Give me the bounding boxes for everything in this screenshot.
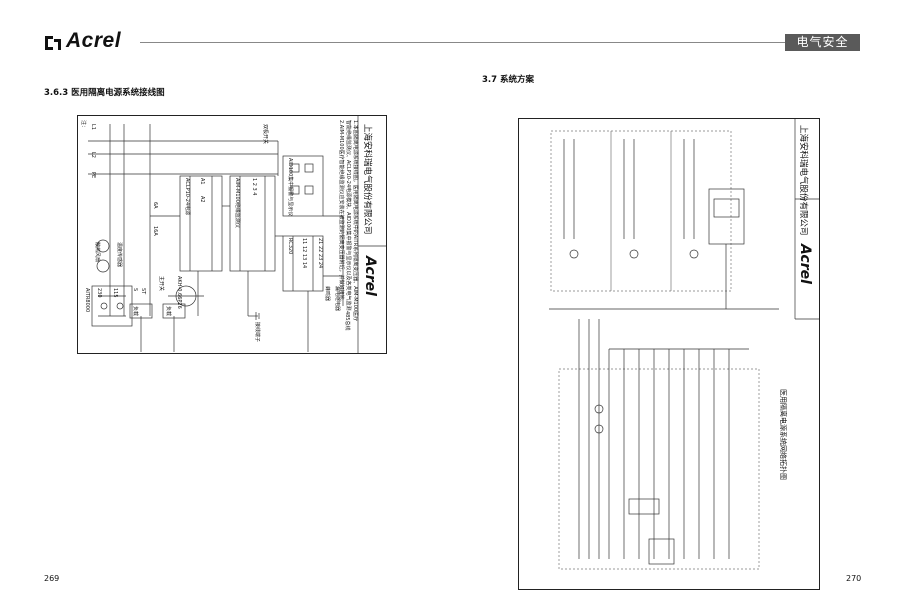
note-3: 2.AIM-M100医疗智能绝缘监测仪应安装在被监测的隔离变压器附近，并做好接地… (338, 120, 345, 305)
label-s: S (132, 288, 138, 291)
label-power-module: ACLP10-24电源 (184, 178, 191, 215)
label-230: 230 (96, 288, 102, 298)
note-2: 智能绝缘监测仪、ACLP10-24电源模块、AID100集中报警与显示仪以及各类… (345, 120, 352, 310)
note-1: 1.本图隔离电源系统接线图，医用隔离电源系统中的AITR系列隔离变压器、AIM-… (352, 120, 359, 321)
label-load-2: 负载 (132, 306, 139, 316)
brand-name: Acrel (66, 29, 122, 52)
acrel-logo: Acrel (44, 29, 144, 54)
header-rule (140, 42, 785, 43)
label-switch: 主开关 (158, 276, 165, 291)
label-terminal-block-1: 1 2 3 4 (251, 178, 257, 196)
label-relay: RC320 (287, 238, 293, 254)
notes-title: 注： (80, 120, 87, 130)
label-fan: 散热风扇 (94, 242, 101, 262)
label-terminal-block-2: 11 12 13 14 (301, 238, 307, 268)
left-company-name: 上海安科瑞电气股份有限公司 (362, 124, 373, 235)
label-st: ST (140, 288, 146, 295)
label-transformer: AITR8000 (84, 288, 90, 312)
label-bus: 485总线 (344, 311, 351, 331)
left-brand: Acrel (362, 255, 378, 296)
wiring-diagram-sheet: L1 L2 PE AITR8000 230 115 S ST AKH-0.66P… (77, 115, 387, 354)
label-load-1: 负载 (165, 306, 172, 316)
label-l2: L2 (90, 152, 96, 158)
label-16a: 16A (152, 226, 158, 236)
label-relay-note: 漏电继电器 (334, 286, 341, 311)
wiring-diagram: L1 L2 PE AITR8000 230 115 S ST AKH-0.66P… (80, 116, 386, 353)
section-tab: 电气安全 (785, 34, 860, 51)
acrel-logo-icon (45, 36, 61, 50)
label-115: 115 (112, 288, 118, 298)
left-section-title: 3.6.3 医用隔离电源系统接线图 (44, 88, 165, 98)
label-l1: L1 (90, 124, 96, 130)
topology-diagram: 上海安科瑞电气股份有限公司 Acrel 医用隔离电源系统网络拓扑图 (549, 119, 819, 570)
label-a2: A2 (199, 196, 205, 203)
right-company-name: 上海安科瑞电气股份有限公司 (798, 125, 809, 236)
label-terminal: 接线端子 (254, 322, 261, 342)
topology-sheet: 上海安科瑞电气股份有限公司 Acrel 医用隔离电源系统网络拓扑图 (518, 118, 820, 590)
label-insulation-monitor: AIM-M100绝缘监测仪 (234, 178, 241, 228)
right-section-title: 3.7 系统方案 (482, 75, 535, 85)
right-page-number: 270 (846, 574, 862, 583)
label-buzzer: 蜂鸣器 (324, 286, 331, 301)
label-pe: PE (90, 172, 96, 178)
label-a1: A1 (199, 178, 205, 185)
label-6a: 6A (152, 202, 158, 209)
left-page-number: 269 (44, 574, 60, 583)
topology-caption: 医用隔离电源系统网络拓扑图 (779, 389, 788, 480)
right-brand: Acrel (797, 243, 813, 284)
label-breaker: 双极开关 (262, 124, 269, 144)
label-terminal-block-3: 21 22 23 24 (317, 238, 323, 268)
label-ct: AKH-0.66P26 (176, 276, 182, 309)
label-temp-sensor: 温度传感器 (116, 242, 123, 267)
label-alarm-display: AID100集中报警与显示仪 (287, 158, 294, 216)
